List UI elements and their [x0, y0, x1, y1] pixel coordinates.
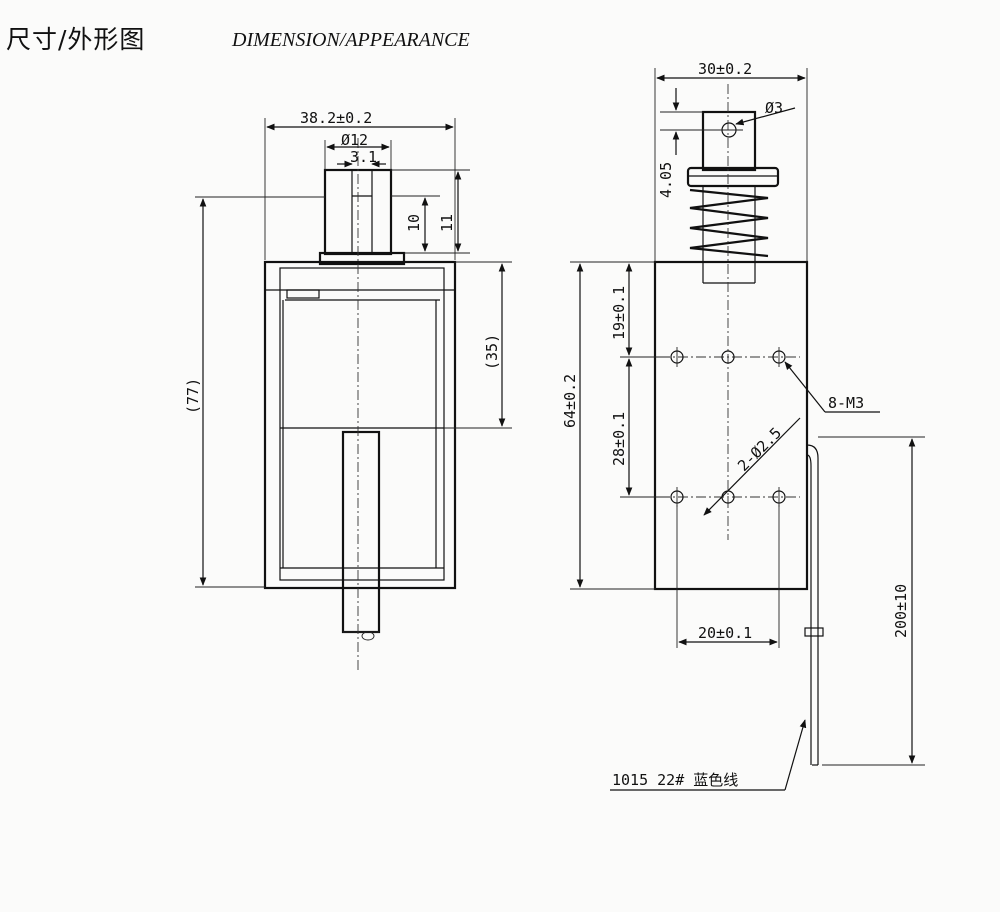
front-lower-shaft	[341, 430, 381, 634]
dim-height-11: 11	[438, 214, 456, 232]
title-english: DIMENSION/APPEARANCE	[232, 29, 470, 51]
dim-height-10: 10	[405, 214, 423, 232]
dim-total-height: (77)	[184, 378, 202, 414]
dim-pin-offset: 4.05	[657, 162, 675, 198]
dim-lead-length: 200±10	[892, 584, 910, 638]
lead-wire	[804, 444, 824, 766]
dim-side-height: 64±0.2	[561, 374, 579, 428]
label-wire-spec: 1015 22# 蓝色线	[612, 771, 738, 789]
front-body-outline	[263, 260, 457, 590]
dim-side-width: 30±0.2	[698, 60, 752, 78]
front-view: 38.2±0.2 Ø12 3.1 10 11 (77) (35)	[184, 109, 512, 670]
title-chinese: 尺寸/外形图	[6, 25, 146, 54]
label-holes: 2-Ø2.5	[734, 424, 785, 475]
side-spring	[689, 188, 769, 258]
dim-front-width: 38.2±0.2	[300, 109, 372, 127]
side-body-outline	[653, 260, 809, 591]
dim-hole-spacing-vertical: 28±0.1	[610, 412, 628, 466]
side-plunger-top	[701, 110, 757, 172]
label-threaded-holes: 8-M3	[828, 394, 864, 412]
dim-body-height: (35)	[483, 334, 501, 370]
front-body-inner	[279, 267, 445, 581]
dim-pin-hole: Ø3	[765, 99, 783, 117]
dim-top-offset: 19±0.1	[610, 286, 628, 340]
dim-hole-spacing-horizontal: 20±0.1	[698, 624, 752, 642]
side-view: 30±0.2 Ø3 4.05 19±0.1 28±0.1 64±0.2 8-M3…	[561, 60, 925, 791]
dim-plunger-diameter: Ø12	[341, 131, 368, 149]
dim-slot-width: 3.1	[350, 148, 377, 166]
